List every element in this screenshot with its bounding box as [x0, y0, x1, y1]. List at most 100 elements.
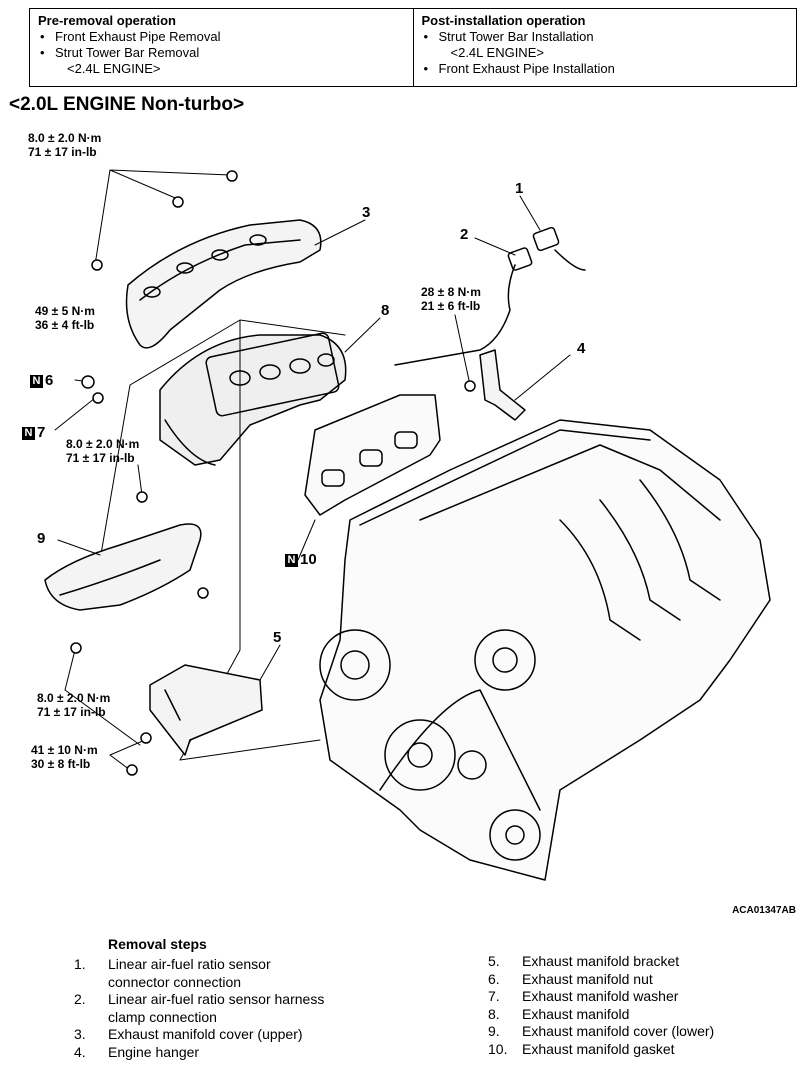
torque-spec-cover-lower-top: 8.0 ± 2.0 N·m 71 ± 17 in-lb [66, 437, 139, 465]
callout-3: 3 [362, 204, 371, 221]
step-number: 6. [488, 970, 500, 987]
step-text: Exhaust manifold cover (lower) [522, 1023, 715, 1040]
removal-steps-right: 5. Exhaust manifold bracket 6. Exhaust man… [488, 953, 714, 1059]
step-number: 3. [74, 1026, 86, 1043]
torque-spec-cover-upper: 8.0 ± 2.0 N·m 71 ± 17 in-lb [28, 131, 101, 159]
pre-removal-list: Front Exhaust Pipe Removal Strut Tower B… [38, 29, 413, 77]
torque-imperial: 71 ± 17 in-lb [28, 145, 97, 159]
torque-imperial: 71 ± 17 in-lb [37, 705, 106, 719]
torque-metric: 8.0 ± 2.0 N·m [37, 691, 111, 705]
callout-number: 7 [37, 424, 46, 441]
step-text: Linear air-fuel ratio sensor [108, 956, 271, 972]
pre-removal-heading: Pre-removal operation [38, 13, 176, 28]
step-text-continued: connector connection [108, 973, 242, 990]
post-installation-list: Strut Tower Bar Installation<2.4L ENGINE… [422, 29, 797, 77]
step-text: Exhaust manifold gasket [522, 1040, 675, 1057]
sensor-harness-shape [394, 226, 586, 366]
list-item: Front Exhaust Pipe Installation [422, 61, 797, 77]
step-number: 4. [74, 1043, 86, 1060]
step-text: Exhaust manifold [522, 1005, 630, 1022]
list-item: 8. Exhaust manifold [488, 1006, 714, 1024]
manifold-cover-upper-shape [125, 219, 322, 349]
callout-9: 9 [37, 530, 46, 547]
step-text: Linear air-fuel ratio sensor harness [108, 991, 325, 1008]
list-item: Strut Tower Bar Removal<2.4L ENGINE> [38, 45, 413, 77]
diagram-drawing [44, 169, 771, 881]
engine-hanger-shape [479, 349, 526, 421]
step-number: 7. [488, 988, 500, 1005]
torque-spec-engine-hanger: 28 ± 8 N·m 21 ± 6 ft-lb [421, 285, 481, 313]
step-text: Exhaust manifold bracket [522, 953, 680, 969]
torque-imperial: 21 ± 6 ft-lb [421, 299, 481, 313]
list-item-subtext: <2.4L ENGINE> [450, 45, 544, 60]
engine-shape [319, 419, 771, 881]
step-text: Exhaust manifold nut [522, 970, 653, 987]
leader-lines [54, 169, 571, 771]
torque-metric: 49 ± 5 N·m [35, 304, 95, 318]
step-number: 10. [488, 1040, 508, 1057]
operations-table: Pre-removal operation Front Exhaust Pipe… [29, 8, 797, 87]
step-text-continued: clamp connection [108, 1008, 217, 1025]
post-installation-heading: Post-installation operation [421, 13, 586, 28]
gasket-shape [304, 394, 441, 516]
list-item: 7. Exhaust manifold washer [488, 988, 714, 1006]
callout-number: 10 [300, 551, 317, 568]
torque-spec-cover-lower-bottom: 8.0 ± 2.0 N·m 71 ± 17 in-lb [37, 691, 110, 719]
list-item: 4. Engine hanger [74, 1044, 324, 1062]
n-mark-icon: N [30, 375, 43, 388]
pre-removal-column: Pre-removal operation Front Exhaust Pipe… [30, 9, 413, 86]
callout-8: 8 [381, 302, 390, 319]
manifold-cover-lower-shape [44, 523, 202, 611]
callout-number: 6 [45, 372, 54, 389]
list-item: 3. Exhaust manifold cover (upper) [74, 1026, 324, 1044]
list-item: 5. Exhaust manifold bracket [488, 953, 714, 971]
list-item: 9. Exhaust manifold cover (lower) [488, 1023, 714, 1041]
removal-steps-title: Removal steps [108, 936, 207, 952]
step-number: 1. [74, 956, 86, 972]
list-item-text: Strut Tower Bar Installation [438, 29, 594, 44]
torque-imperial: 36 ± 4 ft-lb [35, 318, 95, 332]
section-title: <2.0L ENGINE Non-turbo> [9, 94, 245, 115]
step-number: 8. [488, 1005, 500, 1022]
post-installation-column: Post-installation operation Strut Tower … [412, 9, 797, 86]
step-text: Exhaust manifold cover (upper) [108, 1026, 303, 1043]
callout-1: 1 [515, 180, 524, 197]
list-item-subtext: <2.4L ENGINE> [67, 61, 161, 76]
torque-imperial: 71 ± 17 in-lb [66, 451, 135, 465]
torque-spec-bracket: 41 ± 10 N·m 30 ± 8 ft-lb [31, 743, 98, 771]
callout-4: 4 [577, 340, 586, 357]
callout-2: 2 [460, 226, 469, 243]
list-item-text: Strut Tower Bar Removal [55, 45, 200, 60]
n-mark-icon: N [22, 427, 35, 440]
list-item: Strut Tower Bar Installation<2.4L ENGINE… [422, 29, 797, 61]
step-text: Engine hanger [108, 1043, 200, 1060]
exploded-diagram: 8.0 ± 2.0 N·m 71 ± 17 in-lb 49 ± 5 N·m 3… [0, 110, 805, 920]
step-number: 9. [488, 1023, 500, 1040]
torque-metric: 8.0 ± 2.0 N·m [66, 437, 140, 451]
bracket-shape [149, 664, 263, 756]
torque-spec-manifold-nut: 49 ± 5 N·m 36 ± 4 ft-lb [35, 304, 95, 332]
torque-metric: 41 ± 10 N·m [31, 743, 98, 757]
list-item: Front Exhaust Pipe Removal [38, 29, 413, 45]
list-item: 10. Exhaust manifold gasket [488, 1041, 714, 1059]
torque-metric: 8.0 ± 2.0 N·m [28, 131, 102, 145]
callout-5: 5 [273, 629, 282, 646]
list-item-text: Front Exhaust Pipe Installation [438, 61, 615, 76]
bolts [70, 170, 476, 776]
step-text: Exhaust manifold washer [522, 988, 679, 1005]
torque-metric: 28 ± 8 N·m [421, 285, 481, 299]
step-number: 5. [488, 953, 500, 969]
list-item-text: Front Exhaust Pipe Removal [55, 29, 221, 44]
list-item: 6. Exhaust manifold nut [488, 971, 714, 989]
n-mark-icon: N [285, 554, 298, 567]
step-number: 2. [74, 991, 86, 1008]
exhaust-manifold-shape [159, 332, 347, 466]
torque-imperial: 30 ± 8 ft-lb [31, 757, 91, 771]
figure-code: ACA01347AB [732, 905, 796, 916]
